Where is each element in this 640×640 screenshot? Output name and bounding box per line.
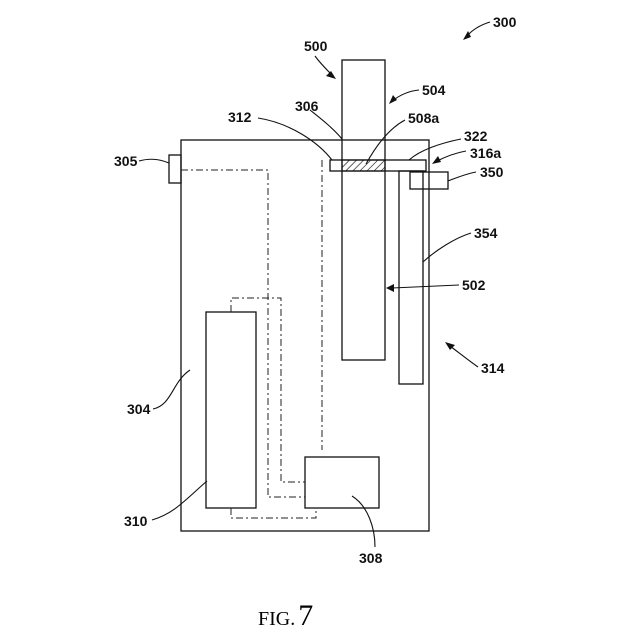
label-500: 500 xyxy=(304,38,328,54)
label-508a: 508a xyxy=(408,110,439,126)
label-322: 322 xyxy=(464,128,488,144)
caption-prefix: FIG. xyxy=(258,608,295,630)
label-300: 300 xyxy=(493,14,517,30)
label-312: 312 xyxy=(228,109,252,125)
figure-caption: FIG.7 xyxy=(258,599,313,632)
label-310: 310 xyxy=(124,513,148,529)
label-504: 504 xyxy=(422,82,446,98)
battery-310 xyxy=(206,312,256,508)
column-354 xyxy=(399,171,423,384)
label-305: 305 xyxy=(114,153,138,169)
caption-number: 7 xyxy=(298,599,313,632)
label-316a: 316a xyxy=(470,145,501,161)
cartridge-500 xyxy=(342,60,385,360)
port-305 xyxy=(169,155,181,183)
contact-508a xyxy=(342,160,385,171)
label-306: 306 xyxy=(295,98,319,114)
label-304: 304 xyxy=(127,401,151,417)
reference-labels: 300 500 504 306 312 508a 322 316a 305 35… xyxy=(114,14,517,566)
circuit-lines xyxy=(181,160,322,518)
label-350: 350 xyxy=(480,164,504,180)
label-314: 314 xyxy=(481,360,505,376)
controller-308 xyxy=(305,457,379,508)
label-308: 308 xyxy=(359,550,383,566)
label-354: 354 xyxy=(474,225,498,241)
label-502: 502 xyxy=(462,277,486,293)
